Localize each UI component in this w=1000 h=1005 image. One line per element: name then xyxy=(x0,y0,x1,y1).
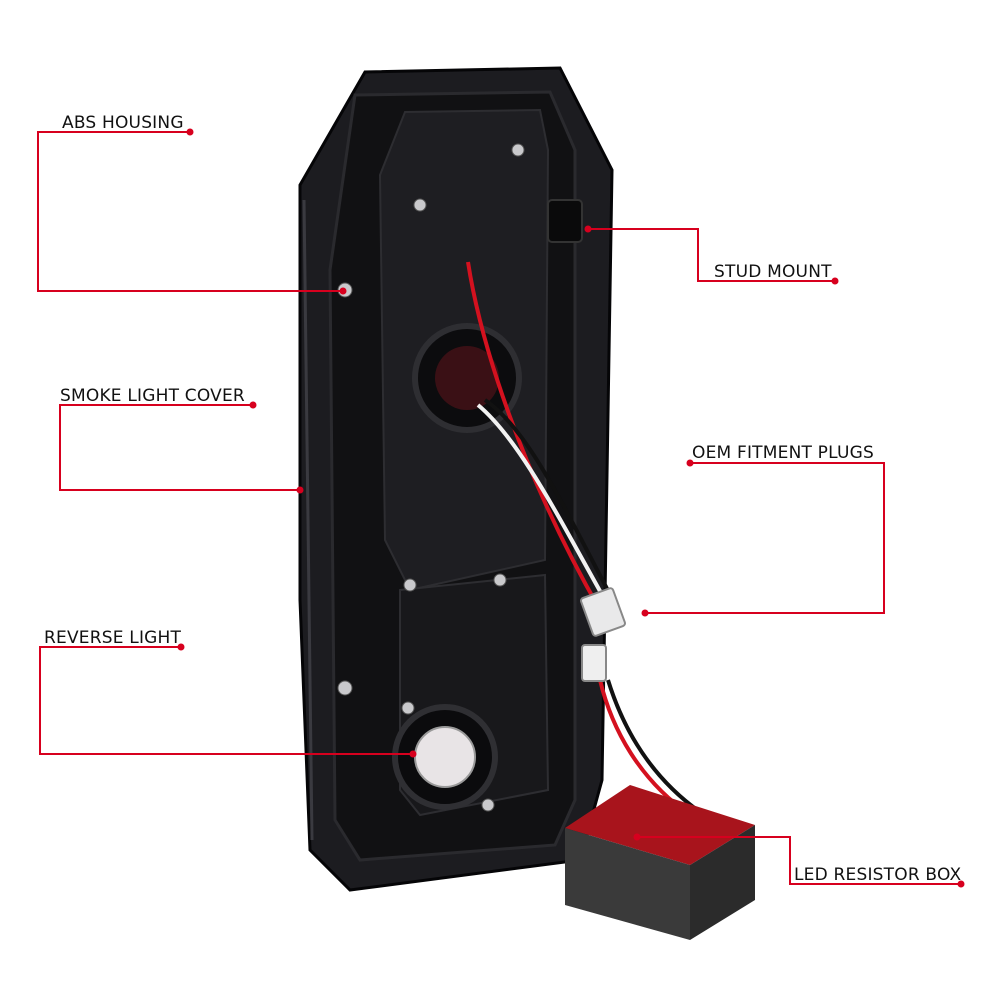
resistor-box-top xyxy=(565,785,755,865)
bulb-socket-inner xyxy=(435,346,499,410)
resistor-box-front xyxy=(565,828,690,940)
dot-oem-plugs-end xyxy=(686,459,694,467)
label-stud-mount: STUD MOUNT xyxy=(714,262,832,282)
label-led-resistor-box: LED RESISTOR BOX xyxy=(794,865,962,885)
stud-mount-block xyxy=(547,199,583,243)
callout-line-abs-housing xyxy=(37,131,343,292)
oem-plug-2 xyxy=(581,644,607,682)
resistor-box-side xyxy=(690,825,755,940)
wire-red-1 xyxy=(466,261,602,611)
dot-oem-plugs-target xyxy=(641,609,649,617)
dot-abs-housing-target xyxy=(339,287,347,295)
label-smoke-light-cover: SMOKE LIGHT COVER xyxy=(60,386,245,406)
dot-stud-mount-end xyxy=(831,277,839,285)
wire-black-2 xyxy=(606,679,702,814)
reverse-light-lens xyxy=(414,726,476,788)
dot-abs-housing-end xyxy=(186,128,194,136)
label-abs-housing: ABS HOUSING xyxy=(62,113,184,133)
label-reverse-light: REVERSE LIGHT xyxy=(44,628,182,648)
dot-resistor-target xyxy=(633,833,641,841)
screws xyxy=(337,143,525,812)
callout-line-smoke-light-cover xyxy=(59,404,300,491)
label-oem-fitment-plugs: OEM FITMENT PLUGS xyxy=(692,443,874,463)
dot-smoke-cover-target xyxy=(296,486,304,494)
callout-line-stud-mount xyxy=(588,228,835,282)
callout-line-reverse-light xyxy=(39,646,413,755)
dot-reverse-light-target xyxy=(409,750,417,758)
dot-resistor-end xyxy=(957,880,965,888)
dot-stud-mount-target xyxy=(584,225,592,233)
dot-smoke-cover-end xyxy=(249,401,257,409)
wire-white xyxy=(476,403,607,601)
dot-reverse-light-end xyxy=(177,643,185,651)
callout-line-led-resistor-box xyxy=(637,836,961,885)
lens-edge-highlight xyxy=(302,199,314,841)
wire-black-1 xyxy=(483,398,614,599)
oem-plug-1 xyxy=(580,587,626,637)
callout-line-oem-fitment-plugs xyxy=(645,462,885,614)
